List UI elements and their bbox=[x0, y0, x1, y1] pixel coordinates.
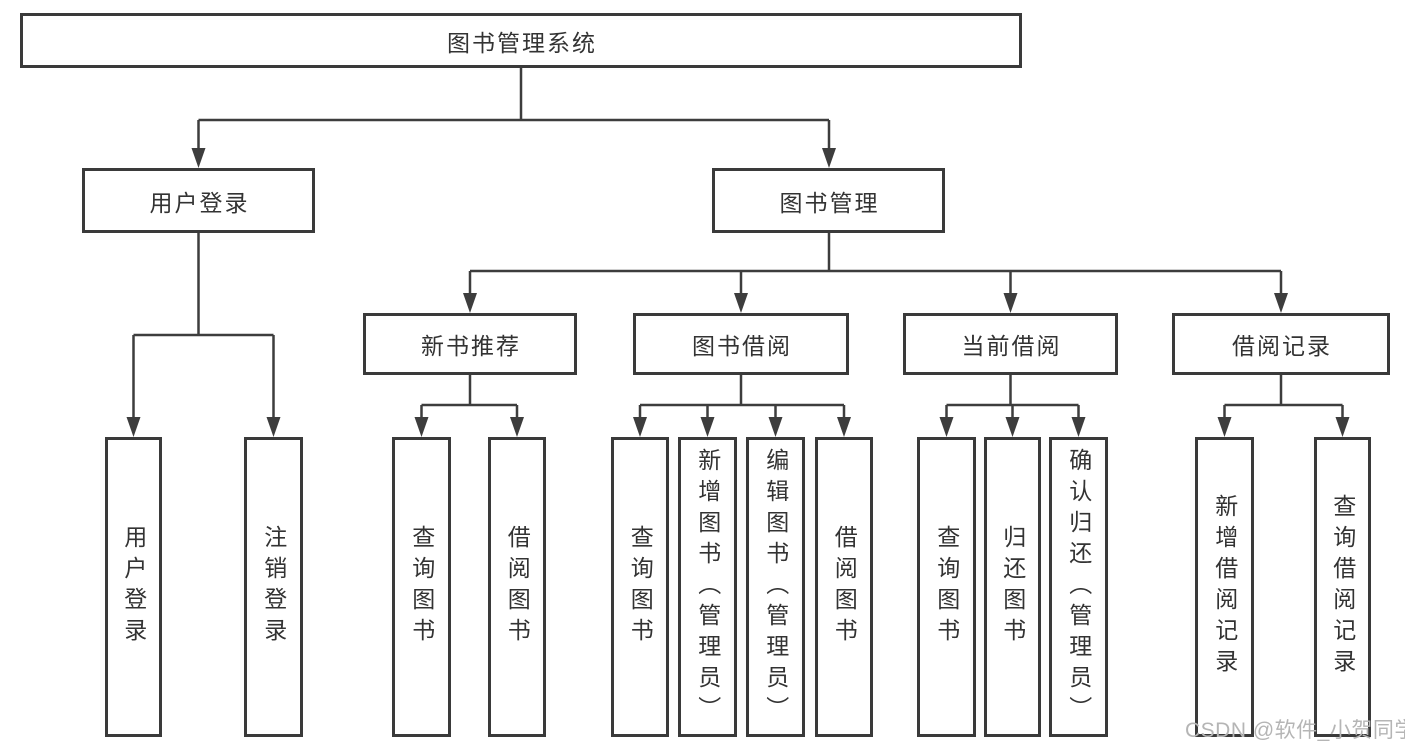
node-book-borrow: 图书借阅 bbox=[633, 313, 849, 375]
node-book-management: 图书管理 bbox=[712, 168, 945, 233]
node-user-login: 用户登录 bbox=[82, 168, 315, 233]
node-borrow-records: 借阅记录 bbox=[1172, 313, 1390, 375]
leaf-borrow-add-books-admin: 新增图书（管理员） bbox=[678, 437, 737, 737]
node-label: 图书管理系统 bbox=[447, 29, 597, 56]
leaf-logout: 注销登录 bbox=[244, 437, 303, 737]
node-label: 新书推荐 bbox=[421, 333, 521, 359]
leaf-borrow-query-books: 查询图书 bbox=[611, 437, 669, 737]
leaf-records-query-record: 查询借阅记录 bbox=[1314, 437, 1371, 737]
leaf-borrow-edit-books-admin: 编辑图书（管理员） bbox=[746, 437, 805, 737]
leaf-newrec-borrow-books: 借阅图书 bbox=[488, 437, 546, 737]
node-label: 新增图书（管理员） bbox=[694, 447, 721, 727]
node-label: 借阅记录 bbox=[1232, 333, 1332, 359]
node-label: 图书管理 bbox=[779, 189, 880, 216]
node-new-book-recommend: 新书推荐 bbox=[363, 313, 577, 375]
leaf-newrec-query-books: 查询图书 bbox=[392, 437, 451, 737]
node-root: 图书管理系统 bbox=[20, 13, 1022, 68]
node-label: 借阅图书 bbox=[831, 525, 858, 649]
leaf-current-confirm-return-admin: 确认归还（管理员） bbox=[1049, 437, 1108, 737]
node-label: 用户登录 bbox=[149, 189, 250, 216]
node-label: 归还图书 bbox=[999, 525, 1026, 649]
leaf-records-add-record: 新增借阅记录 bbox=[1195, 437, 1254, 737]
node-label: 查询图书 bbox=[627, 525, 654, 649]
node-label: 用户登录 bbox=[120, 525, 147, 649]
node-label: 查询图书 bbox=[408, 525, 435, 649]
leaf-current-return-books: 归还图书 bbox=[984, 437, 1041, 737]
leaf-borrow-borrow-books: 借阅图书 bbox=[815, 437, 873, 737]
node-label: 借阅图书 bbox=[504, 525, 531, 649]
leaf-user-login: 用户登录 bbox=[105, 437, 162, 737]
node-label: 当前借阅 bbox=[961, 333, 1062, 359]
leaf-current-query-books: 查询图书 bbox=[917, 437, 976, 737]
node-label: 查询图书 bbox=[933, 525, 960, 649]
node-label: 图书借阅 bbox=[692, 333, 792, 359]
node-label: 查询借阅记录 bbox=[1329, 494, 1356, 680]
node-label: 编辑图书（管理员） bbox=[762, 447, 789, 727]
node-current-borrow: 当前借阅 bbox=[903, 313, 1118, 375]
node-label: 注销登录 bbox=[260, 525, 287, 649]
node-label: 确认归还（管理员） bbox=[1065, 447, 1092, 727]
node-label: 新增借阅记录 bbox=[1211, 494, 1238, 680]
